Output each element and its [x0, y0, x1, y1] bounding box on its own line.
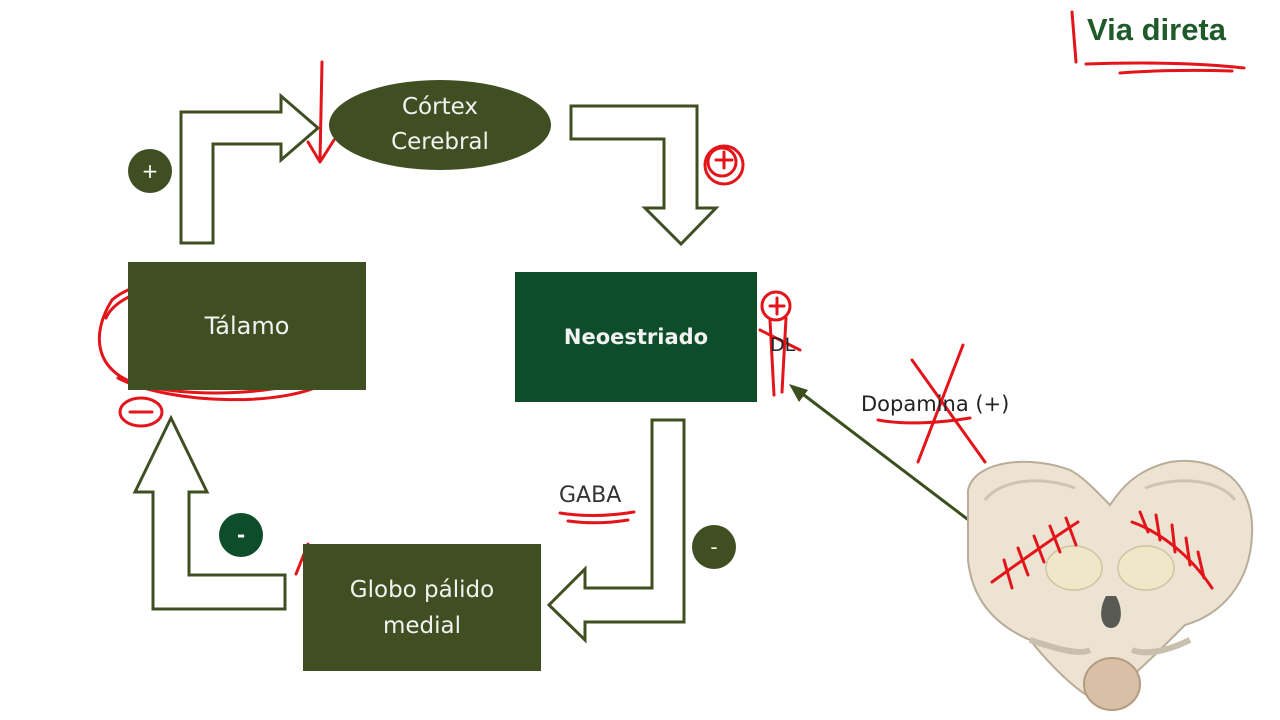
sign-excitatory: +: [128, 149, 172, 193]
sign-inhibitory-gp: -: [219, 513, 263, 557]
arrow-neostriatum-to-globus: [546, 418, 686, 644]
midbrain-illustration: [967, 459, 1254, 711]
node-talamo: Tálamo: [128, 262, 366, 390]
node-cortex: Córtex Cerebral: [329, 80, 551, 170]
arrow-cortex-to-neostriatum: [569, 104, 720, 247]
node-neoestriado: Neoestriado: [515, 272, 757, 402]
arrow-talamo-to-cortex: [179, 92, 321, 245]
sign-inhibitory-neo: -: [692, 525, 736, 569]
node-globo-palido: Globo pálido medial: [303, 544, 541, 671]
label-dl: DL: [770, 334, 796, 356]
page-title: Via direta: [1087, 12, 1227, 47]
label-dopamina: Dopamina (+): [861, 392, 1010, 416]
dopamine-arrowhead: [789, 384, 808, 402]
arrow-globus-to-talamo: [132, 414, 287, 611]
label-gaba: GABA: [559, 483, 622, 508]
